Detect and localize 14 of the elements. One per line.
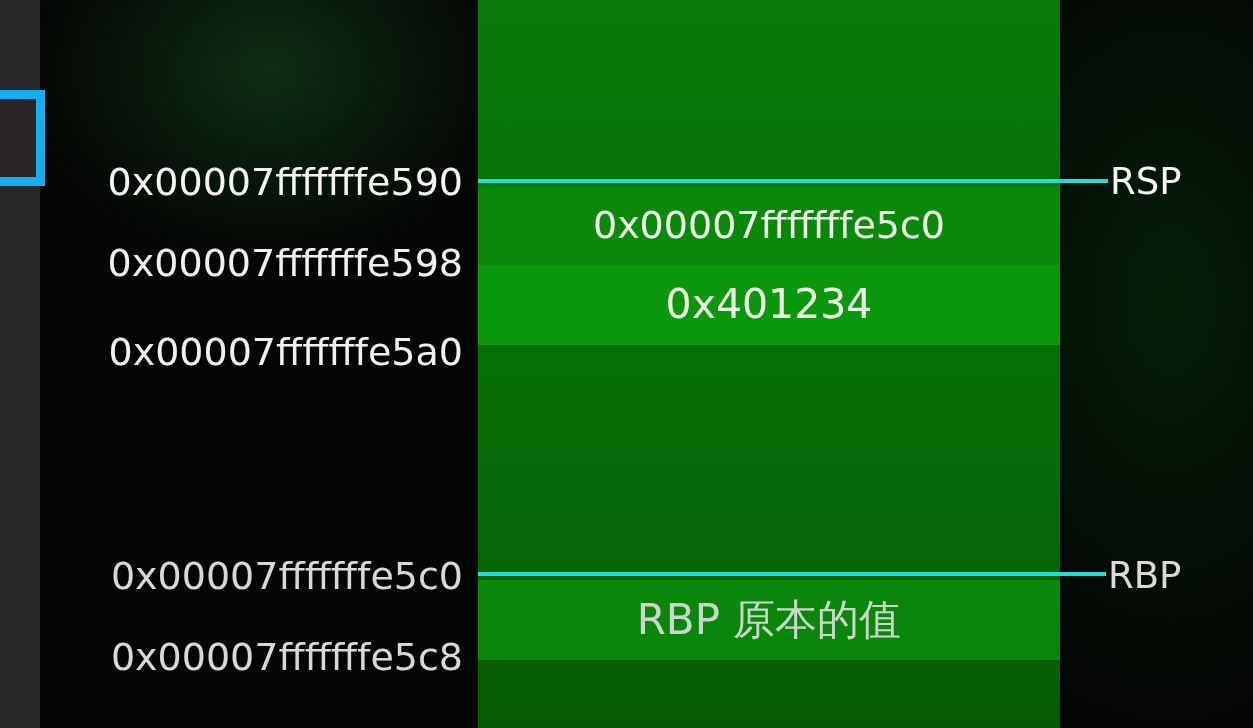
memory-slot [478,580,1060,660]
slot-value: 0x00007fffffffe5c0 [592,202,946,249]
register-label: RBP [1108,554,1182,598]
address-label: 0x00007fffffffe5c0 [110,554,463,598]
address-label: 0x00007fffffffe598 [107,241,463,285]
stack-column [478,0,1060,728]
address-label: 0x00007fffffffe590 [107,160,463,204]
slot-value: RBP 原本的值 [636,594,902,646]
address-label: 0x00007fffffffe5a0 [108,330,463,374]
slot-value: 0x401234 [665,280,873,330]
register-label: RSP [1110,160,1182,204]
memory-slot [478,186,1060,265]
memory-slot [478,265,1060,345]
address-label: 0x00007fffffffe5c8 [110,635,463,679]
